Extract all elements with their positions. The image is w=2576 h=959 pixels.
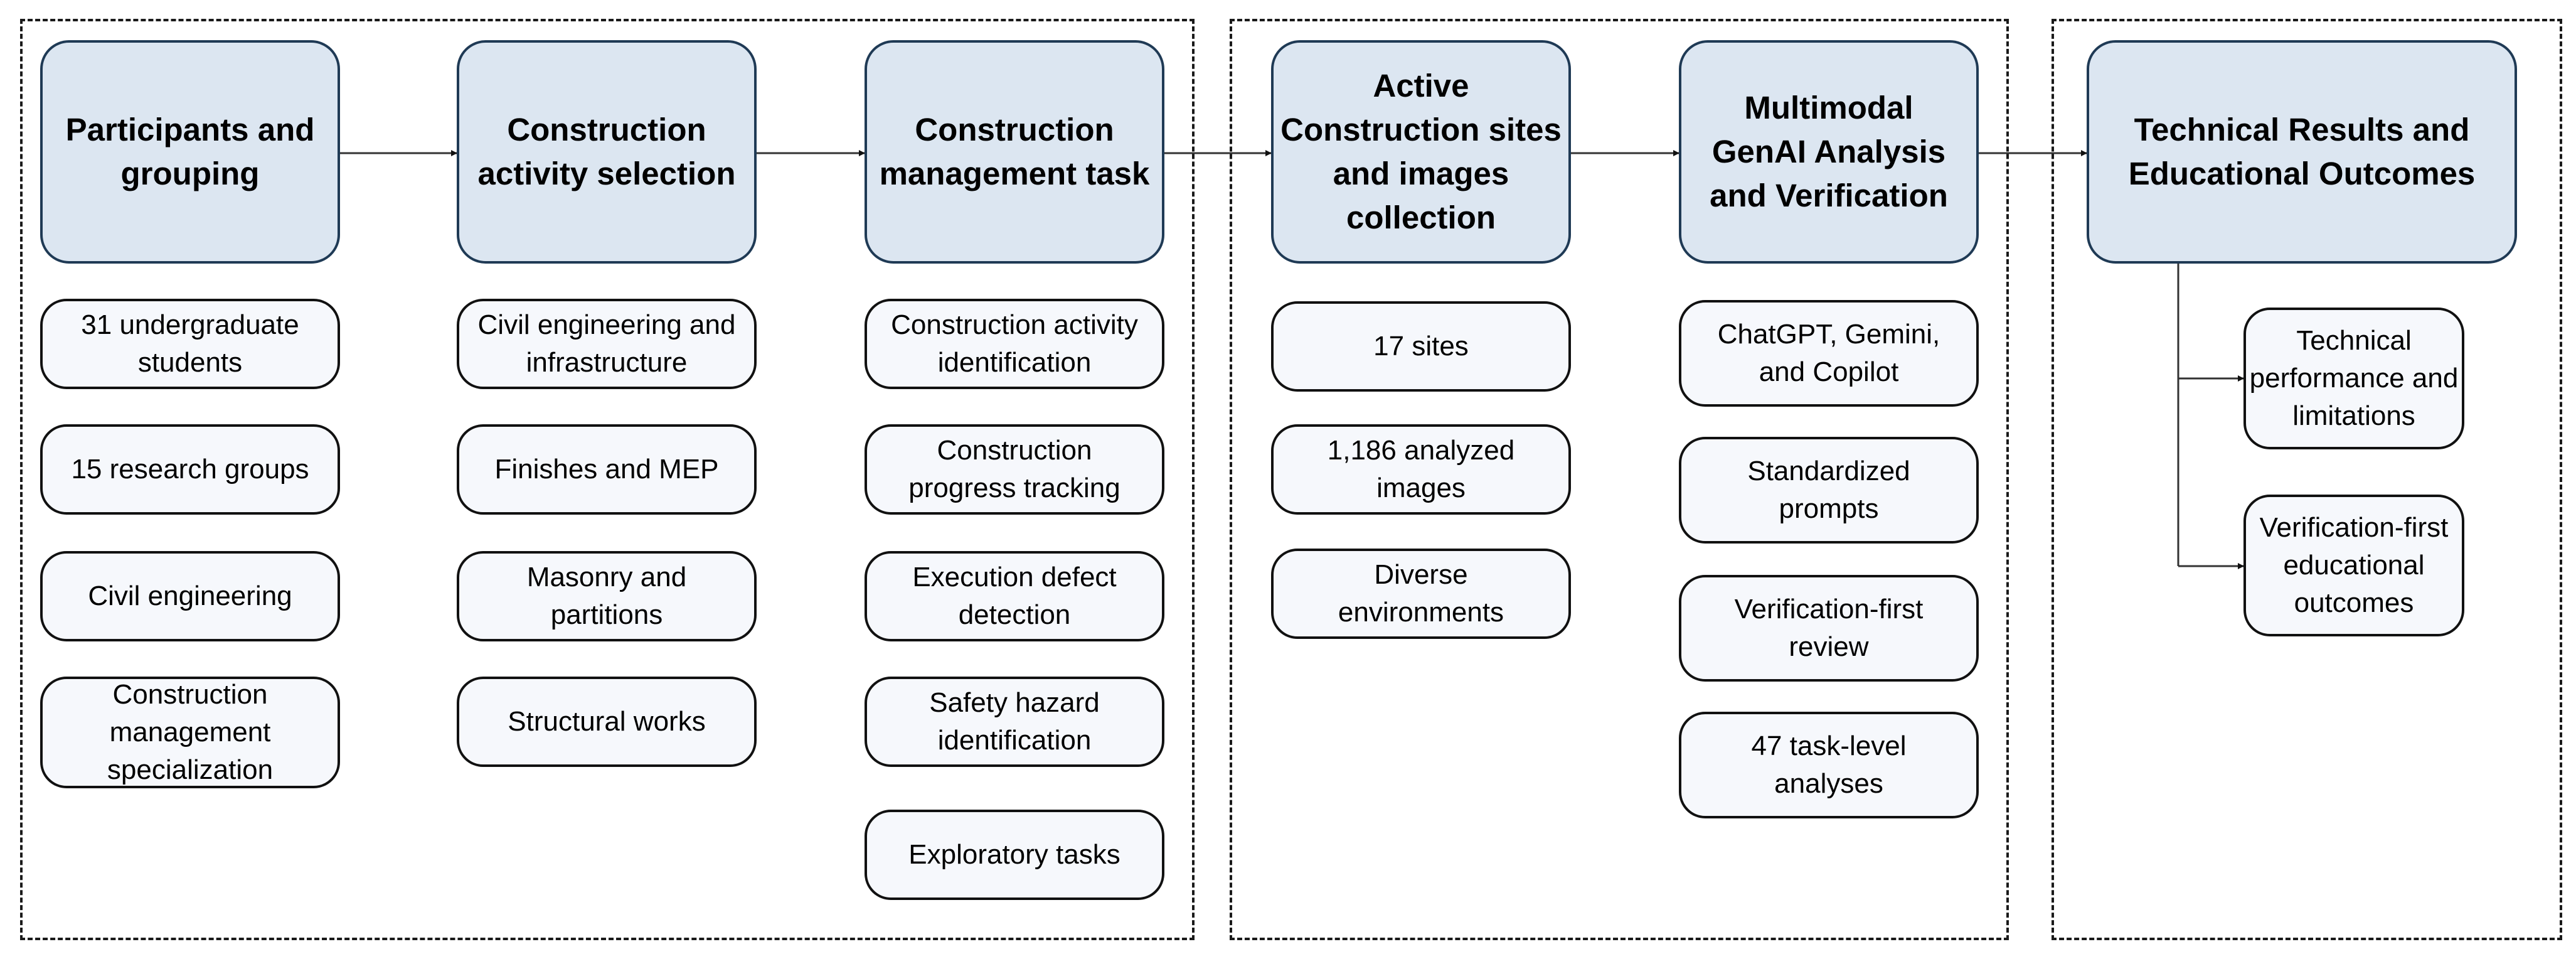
header-participants: Participants and grouping [40,40,340,264]
item-15-research-groups: 15 research groups [40,424,340,515]
header-results-label: Technical Results and Educational Outcom… [2128,112,2476,191]
item-chatgpt-gemini-and-copilot: ChatGPT, Gemini, and Copilot [1679,300,1979,407]
item-construction-activity-identification: Construction activity identification [865,299,1164,389]
item-exploratory-tasks: Exploratory tasks [865,810,1164,900]
item-chatgpt-gemini-and-copilot-label: ChatGPT, Gemini, and Copilot [1717,319,1940,387]
item-safety-hazard-identification-label: Safety hazard identification [929,687,1100,756]
group-results [2052,19,2562,940]
item-verification-first-educational-outcomes-label: Verification-first educational outcomes [2259,512,2449,618]
item-17-sites-label: 17 sites [1373,331,1469,362]
item-construction-management-specialization: Construction management specialization [40,677,340,788]
item-masonry-and-partitions: Masonry and partitions [457,551,757,641]
item-civil-engineering-and-infrastructure-label: Civil engineering and infrastructure [477,309,736,378]
item-1-186-analyzed-images: 1,186 analyzed images [1271,424,1571,515]
header-activity-selection-label: Construction activity selection [477,112,736,191]
item-civil-engineering-and-infrastructure: Civil engineering and infrastructure [457,299,757,389]
item-construction-management-specialization-label: Construction management specialization [107,679,274,785]
item-47-task-level-analyses-label: 47 task-level analyses [1751,731,1907,799]
item-standardized-prompts: Standardized prompts [1679,437,1979,544]
item-31-undergraduate-students: 31 undergraduate students [40,299,340,389]
item-verification-first-review-label: Verification-first review [1734,594,1924,662]
item-31-undergraduate-students-label: 31 undergraduate students [81,309,299,378]
item-technical-performance-and-limitations: Technical performance and limitations [2243,308,2464,449]
item-technical-performance-and-limitations-label: Technical performance and limitations [2249,325,2459,431]
item-finishes-and-mep: Finishes and MEP [457,424,757,515]
item-masonry-and-partitions-label: Masonry and partitions [526,562,687,630]
item-47-task-level-analyses: 47 task-level analyses [1679,712,1979,818]
group-data-collection [1230,19,2009,940]
item-structural-works: Structural works [457,677,757,767]
header-genai-analysis-label: Multimodal GenAI Analysis and Verificati… [1710,90,1948,213]
item-standardized-prompts-label: Standardized prompts [1747,456,1910,524]
item-execution-defect-detection-label: Execution defect detection [912,562,1117,630]
header-participants-label: Participants and grouping [65,112,315,191]
item-construction-activity-identification-label: Construction activity identification [891,309,1138,378]
group-preparation [20,19,1195,940]
header-results: Technical Results and Educational Outcom… [2087,40,2517,264]
item-15-research-groups-label: 15 research groups [71,454,309,485]
header-sites-collection-label: Active Construction sites and images col… [1280,68,1562,235]
item-diverse-environments: Diverse environments [1271,549,1571,639]
header-management-task: Construction management task [865,40,1164,264]
item-civil-engineering-label: Civil engineering [88,581,292,611]
item-execution-defect-detection: Execution defect detection [865,551,1164,641]
item-construction-progress-tracking: Construction progress tracking [865,424,1164,515]
item-structural-works-label: Structural works [508,706,706,737]
item-safety-hazard-identification: Safety hazard identification [865,677,1164,767]
item-civil-engineering: Civil engineering [40,551,340,641]
item-construction-progress-tracking-label: Construction progress tracking [908,435,1120,503]
item-verification-first-educational-outcomes: Verification-first educational outcomes [2243,495,2464,636]
item-diverse-environments-label: Diverse environments [1338,559,1504,628]
item-verification-first-review: Verification-first review [1679,575,1979,682]
item-1-186-analyzed-images-label: 1,186 analyzed images [1327,435,1515,503]
header-activity-selection: Construction activity selection [457,40,757,264]
header-sites-collection: Active Construction sites and images col… [1271,40,1571,264]
header-management-task-label: Construction management task [879,112,1150,191]
header-genai-analysis: Multimodal GenAI Analysis and Verificati… [1679,40,1979,264]
item-17-sites: 17 sites [1271,301,1571,392]
item-finishes-and-mep-label: Finishes and MEP [494,454,719,485]
item-exploratory-tasks-label: Exploratory tasks [908,839,1120,870]
